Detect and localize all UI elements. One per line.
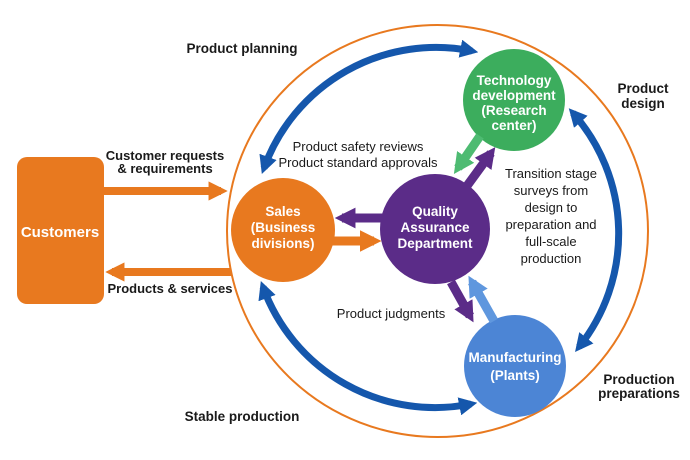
- arrow-technology-to-qa: [453, 133, 484, 174]
- label-product-design: Product design: [617, 81, 669, 111]
- label-stable-production: Stable production: [185, 409, 300, 424]
- outer-cycle-ring: [226, 24, 649, 438]
- node-qa-label: Quality Assurance Department: [397, 204, 473, 251]
- qa-line-2: Assurance: [400, 220, 470, 235]
- customer-requests-line-2: & requirements: [117, 161, 212, 176]
- sales-line-2: (Business: [251, 220, 316, 235]
- node-manufacturing-label: Manufacturing (Plants): [469, 350, 562, 383]
- technology-line-4: center): [491, 118, 536, 133]
- arrow-qa-to-technology: [460, 147, 496, 193]
- node-sales-circle: [231, 178, 335, 282]
- technology-line-1: Technology: [477, 73, 552, 88]
- node-technology-label: Technology development (Research center): [472, 73, 556, 133]
- production-preparations-line-1: Production: [603, 372, 674, 387]
- manufacturing-line-1: Manufacturing: [469, 350, 562, 365]
- customers-box: [17, 157, 104, 304]
- customers-label: Customers: [21, 224, 99, 241]
- safety-reviews-line-2: Product standard approvals: [279, 155, 438, 170]
- transition-line-3: design to: [525, 200, 578, 215]
- transition-line-5: full-scale: [525, 234, 576, 249]
- node-technology-circle: [463, 49, 565, 151]
- label-production-preparations: Production preparations: [598, 372, 680, 401]
- label-safety-reviews: Product safety reviews Product standard …: [279, 139, 438, 170]
- technology-line-2: development: [472, 88, 556, 103]
- transition-line-2: surveys from: [514, 183, 588, 198]
- customer-requests-line-1: Customer requests: [106, 148, 224, 163]
- product-design-line-2: design: [621, 96, 665, 111]
- label-transition-surveys: Transition stage surveys from design to …: [505, 166, 597, 266]
- label-products-services: Products & services: [107, 281, 232, 296]
- node-sales-label: Sales (Business divisions): [251, 204, 316, 251]
- sales-line-1: Sales: [265, 204, 300, 219]
- qa-line-3: Department: [397, 236, 473, 251]
- manufacturing-line-2: (Plants): [490, 368, 540, 383]
- cycle-arrow-manufacturing-sales: [258, 281, 478, 416]
- cycle-arrow-technology-manufacturing: [568, 108, 623, 352]
- qa-line-1: Quality: [412, 204, 458, 219]
- product-design-line-1: Product: [617, 81, 669, 96]
- label-product-judgments: Product judgments: [337, 306, 446, 321]
- safety-reviews-line-1: Product safety reviews: [293, 139, 424, 154]
- node-qa-circle: [380, 174, 490, 284]
- cycle-arrow-sales-technology: [259, 39, 479, 174]
- transition-line-4: preparation and: [505, 217, 596, 232]
- label-customer-requests: Customer requests & requirements: [106, 148, 224, 176]
- arrow-qa-to-manufacturing: [447, 279, 474, 323]
- technology-line-3: (Research: [481, 103, 546, 118]
- arrow-manufacturing-to-qa: [468, 275, 498, 324]
- node-manufacturing-circle: [464, 315, 566, 417]
- production-preparations-line-2: preparations: [598, 386, 680, 401]
- transition-line-1: Transition stage: [505, 166, 597, 181]
- label-product-planning: Product planning: [187, 41, 298, 56]
- transition-line-6: production: [521, 251, 582, 266]
- sales-line-3: divisions): [251, 236, 314, 251]
